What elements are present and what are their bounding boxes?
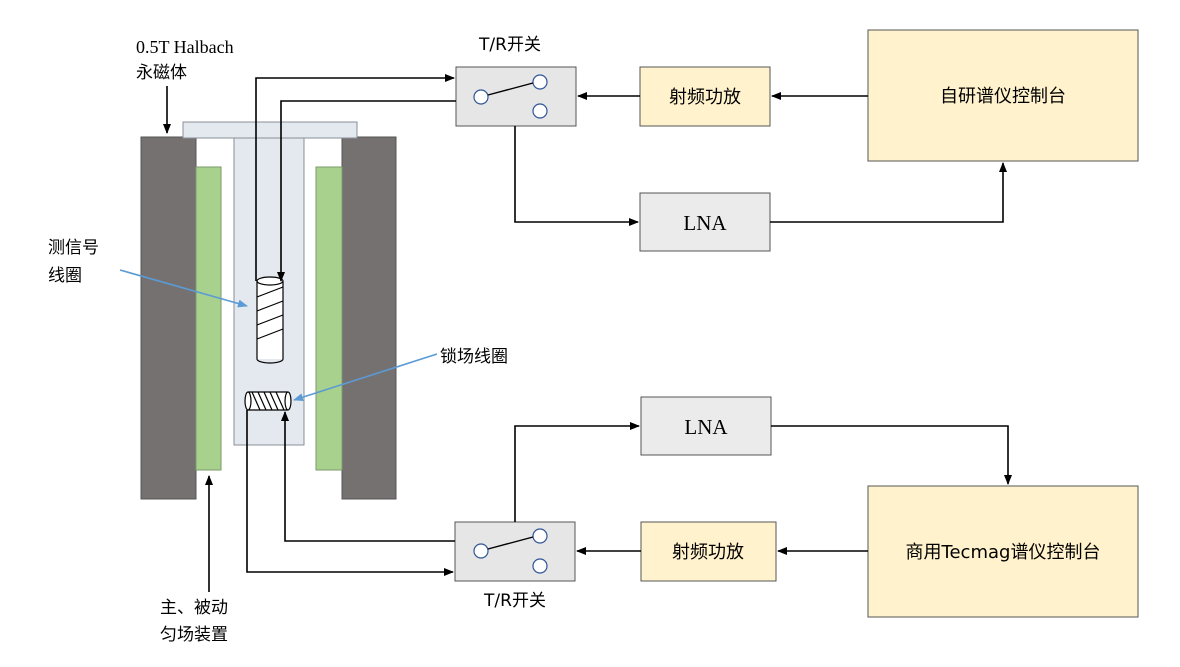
shim-right <box>315 166 343 471</box>
svg-text:射频功放: 射频功放 <box>672 542 744 563</box>
signal-coil <box>256 276 284 364</box>
wire-upper-switch-to-lna <box>514 126 639 226</box>
svg-text:自研谱仪控制台: 自研谱仪控制台 <box>940 86 1066 107</box>
magnet-label-line2: 永磁体 <box>136 63 187 83</box>
svg-text:LNA: LNA <box>684 415 728 439</box>
svg-text:射频功放: 射频功放 <box>669 87 741 108</box>
svg-text:商用Tecmag谱仪控制台: 商用Tecmag谱仪控制台 <box>906 542 1101 563</box>
upper-tr-switch <box>455 66 577 127</box>
upper-console: 自研谱仪控制台 <box>867 29 1139 162</box>
lock-coil-leader <box>293 353 438 402</box>
magnet-left <box>140 136 197 500</box>
wire-lower-lna-to-console <box>771 425 1012 485</box>
lock-coil <box>244 391 292 411</box>
shim-label-line2: 匀场装置 <box>160 625 228 645</box>
signal-coil-leader <box>119 269 248 308</box>
probe-cap <box>182 121 358 139</box>
upper-rf-amp: 射频功放 <box>639 66 771 127</box>
shim-left <box>195 166 222 471</box>
lock-coil-label: 锁场线圈 <box>440 347 508 367</box>
lower-switch-label: T/R开关 <box>483 591 546 611</box>
wire-upper-lna-to-console <box>770 162 1007 223</box>
lower-console: 商用Tecmag谱仪控制台 <box>867 485 1139 618</box>
shim-label-line1: 主、被动 <box>160 598 228 618</box>
signal-coil-label-line2: 线圈 <box>48 266 82 286</box>
lower-tr-switch <box>454 521 576 582</box>
magnet-label-line1: 0.5T Halbach <box>136 37 234 57</box>
lower-lna: LNA <box>640 396 772 456</box>
magnet-right <box>341 136 397 500</box>
wire-lower-switch-to-lna <box>514 422 640 522</box>
signal-coil-label-line1: 测信号 <box>48 238 99 258</box>
wire-upper-switch-to-signal-coil <box>277 100 456 282</box>
lower-rf-amp: 射频功放 <box>640 521 777 582</box>
upper-switch-label: T/R开关 <box>478 35 541 55</box>
wire-lower-switch-to-lock-coil <box>281 411 455 542</box>
wire-lock-coil-to-lower-switch <box>246 410 454 576</box>
wire-probe-to-upper-switch <box>255 74 455 281</box>
upper-lna: LNA <box>639 192 771 252</box>
svg-text:LNA: LNA <box>683 211 727 235</box>
